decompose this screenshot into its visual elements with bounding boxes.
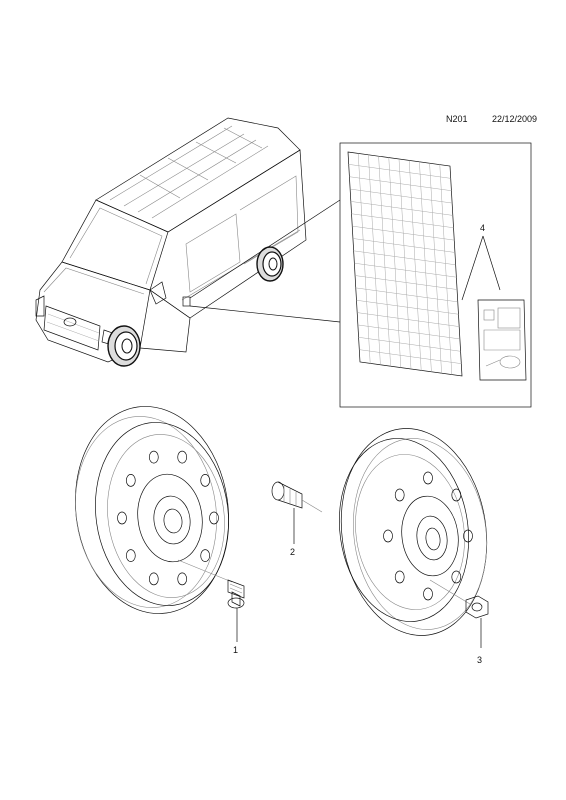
vent-hole — [423, 471, 433, 485]
van-illustration — [35, 117, 341, 367]
grid-line — [368, 154, 381, 365]
callout-1: 1 — [233, 645, 238, 655]
vent-hole — [200, 549, 211, 562]
pressure-table-sheet — [347, 151, 463, 377]
grid-line — [388, 157, 402, 368]
diagram-date: 22/12/2009 — [492, 114, 538, 124]
vent-hole — [209, 511, 219, 525]
vent-hole — [383, 529, 393, 543]
grid-line — [354, 262, 457, 278]
grid-line — [378, 156, 391, 367]
grid-line — [350, 188, 453, 204]
grid-line — [349, 176, 452, 191]
vent-hole — [463, 529, 473, 543]
grid-line — [355, 275, 458, 290]
vent-hole — [423, 587, 433, 601]
callout-3: 3 — [477, 655, 482, 665]
grid-line — [352, 225, 455, 241]
vent-hole — [148, 450, 159, 464]
vent-hole — [148, 572, 159, 586]
van-rear-wheel — [256, 246, 284, 282]
vent-hole — [177, 572, 188, 586]
grid-line — [356, 299, 459, 315]
tyre-pressure-label-detail: 4 — [339, 142, 532, 408]
grid-line — [348, 164, 451, 179]
vent-hole — [125, 474, 136, 487]
grid-line — [357, 153, 371, 364]
tyre-label-location — [182, 296, 191, 307]
small-label-sheet — [477, 299, 527, 381]
van-front-wheel — [107, 325, 141, 367]
grid-line — [351, 213, 454, 229]
vent-hole — [177, 450, 188, 464]
vent-hole — [200, 474, 211, 487]
grid-line — [357, 324, 460, 340]
diagram-code: N201 — [446, 114, 468, 124]
grid-line — [353, 250, 456, 266]
grid-line — [358, 337, 461, 352]
grid-line — [352, 238, 455, 253]
vent-hole — [394, 488, 405, 502]
grid-line — [439, 164, 453, 375]
wheel-stud-part-2: 2 — [271, 481, 323, 557]
grid-line — [359, 349, 462, 364]
steel-wheel-left — [75, 406, 233, 614]
vent-hole — [451, 570, 462, 584]
steel-wheel-right — [338, 428, 488, 636]
grid-line — [357, 312, 460, 327]
vent-hole — [451, 488, 462, 502]
wheel-bolt-part-1: 1 — [227, 579, 245, 655]
wheel-nut-part-3: 3 — [465, 595, 489, 665]
vent-hole — [117, 511, 127, 525]
grid-line — [408, 160, 422, 371]
grid-line — [350, 201, 453, 216]
callout-2: 2 — [290, 547, 295, 557]
grid-line — [355, 287, 458, 303]
callout-4: 4 — [480, 223, 485, 233]
grid-line — [429, 163, 442, 374]
grid-line — [398, 158, 412, 370]
vent-hole — [394, 570, 405, 584]
grid-line — [419, 161, 432, 372]
vent-hole — [125, 549, 136, 562]
